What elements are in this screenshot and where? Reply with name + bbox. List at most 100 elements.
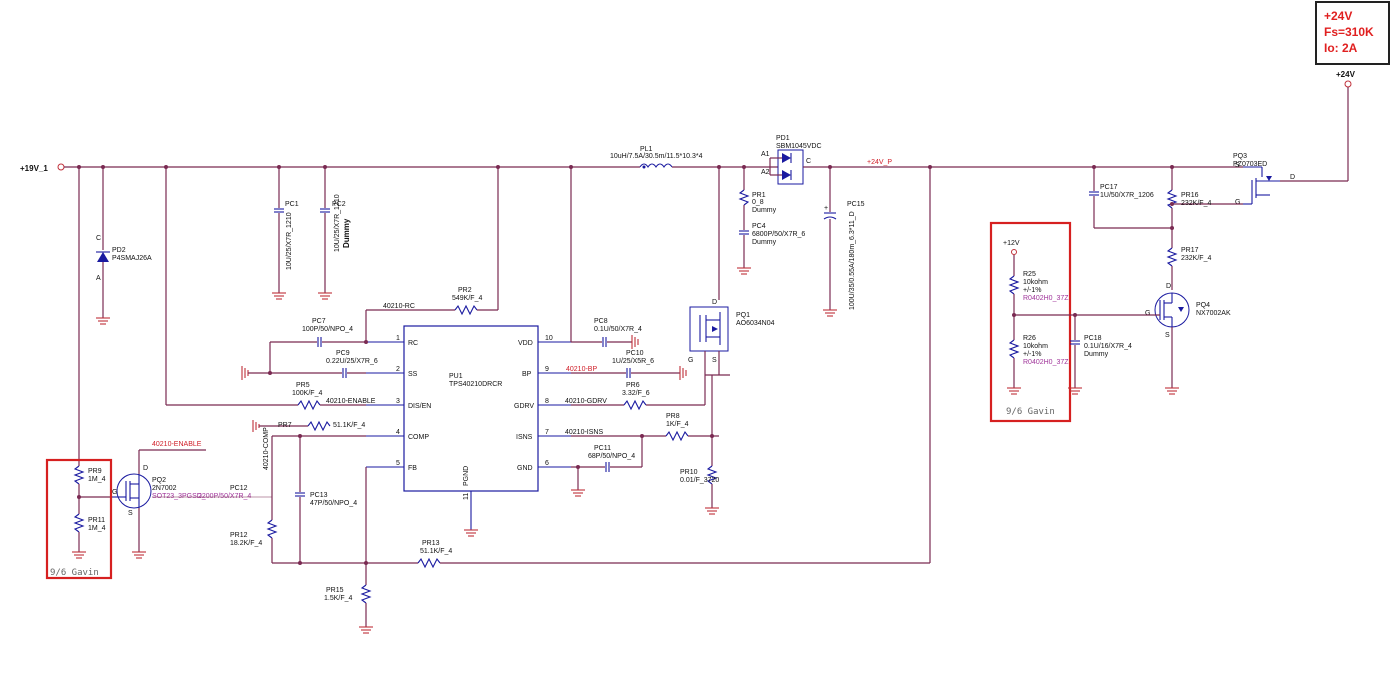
pl1-ref: PL1: [640, 146, 653, 153]
pc4-value: 6800P/50/X7R_6: [752, 231, 805, 238]
pc13-value: 47P/50/NPO_4: [310, 500, 357, 507]
svg-text:10: 10: [545, 335, 553, 342]
pr8-value: 1K/F_4: [666, 421, 689, 428]
resistor-pr16: [1166, 189, 1178, 209]
capacitor-pc1: [274, 208, 284, 213]
pc8-ref: PC8: [594, 318, 608, 325]
spec-voltage: +24V: [1324, 9, 1352, 23]
pr2-ref: PR2: [458, 287, 472, 294]
pq1-ref: PQ1: [736, 312, 750, 319]
svg-text:S: S: [1165, 332, 1170, 339]
r25-part: R0402H0_37Z: [1023, 295, 1069, 302]
pr15-value: 1.5K/F_4: [324, 595, 353, 602]
pr11-ref: PR11: [88, 517, 105, 524]
tvs-diode-pd2: [96, 251, 110, 262]
pr13-ref: PR13: [422, 540, 440, 547]
capacitor-pc18: [1070, 340, 1080, 345]
ground-icon: [318, 292, 332, 300]
svg-text:D: D: [712, 299, 717, 306]
pc12-ref: PC12: [230, 485, 248, 492]
svg-text:S: S: [712, 357, 717, 364]
svg-text:11: 11: [463, 493, 470, 500]
pq4-ref: PQ4: [1196, 302, 1210, 309]
inductor-pl1: [639, 163, 673, 168]
ic-value: TPS40210DRCR: [449, 381, 502, 388]
pin-isns: ISNS: [516, 434, 533, 441]
net-bp: 40210-BP: [566, 366, 597, 373]
pr12-ref: PR12: [230, 532, 248, 539]
pq3-value: PZ0703ED: [1233, 161, 1267, 168]
vout-port: [1344, 80, 1352, 88]
ground-icon: [132, 551, 146, 559]
svg-text:7: 7: [545, 429, 549, 436]
pd2-ref: PD2: [112, 247, 126, 254]
ground-icon: [571, 489, 585, 497]
pin-rc: RC: [408, 340, 418, 347]
svg-text:2: 2: [396, 366, 400, 373]
svg-text:6: 6: [545, 460, 549, 467]
pc9-ref: PC9: [336, 350, 350, 357]
capacitor-pc8: [602, 337, 607, 347]
pr5-value: 100K/F_4: [292, 390, 322, 397]
pr17-value: 232K/F_4: [1181, 255, 1211, 262]
pin-gdrv: GDRV: [514, 403, 534, 410]
pc15-ref: PC15: [847, 201, 865, 208]
pr15-ref: PR15: [326, 587, 344, 594]
ground-icon: [679, 366, 687, 380]
pc4-ref: PC4: [752, 223, 766, 230]
pd1-a2-pin: A2: [761, 169, 770, 176]
pin-pgnd: PGND: [463, 466, 470, 486]
pd2-a-pin: A: [96, 275, 101, 282]
mosfet-pq2: [116, 473, 152, 509]
ground-icon: [464, 529, 478, 537]
ground-icon: [241, 366, 249, 380]
vin-label: +19V_1: [20, 164, 48, 173]
resistor-pr13: [417, 557, 441, 569]
pc18-value: 0.1U/16/X7R_4: [1084, 343, 1132, 350]
svg-text:D: D: [1166, 283, 1171, 290]
net-enable-2: 40210-ENABLE: [152, 441, 202, 448]
pc8-value: 0.1U/50/X7R_4: [594, 326, 642, 333]
pd1-value: SBM1045VDC: [776, 143, 822, 150]
pr6-value: 3.32/F_6: [622, 390, 650, 397]
r26-part: R0402H0_37Z: [1023, 359, 1069, 366]
pc2-value: 10U/25/X7R_1210: [334, 194, 341, 252]
resistor-pr9: [73, 465, 85, 485]
svg-text:3: 3: [396, 398, 400, 405]
pin-dis-en: DIS/EN: [408, 403, 431, 410]
r26-tol: +/-1%: [1023, 351, 1041, 358]
net-isns: 40210-ISNS: [565, 429, 603, 436]
spec-frequency: Fs=310K: [1324, 25, 1374, 39]
svg-text:+: +: [824, 205, 828, 212]
pr1-value: 0_8: [752, 199, 764, 206]
pq4-value: NX7002AK: [1196, 310, 1231, 317]
spec-current: Io: 2A: [1324, 41, 1358, 55]
capacitor-pc4: [739, 230, 749, 235]
pin-vdd: VDD: [518, 340, 533, 347]
capacitor-pc11: [605, 462, 610, 472]
ground-icon: [359, 626, 373, 634]
svg-text:D: D: [143, 465, 148, 472]
mosfet-pq3: [1243, 166, 1280, 205]
svg-text:G: G: [1145, 310, 1150, 317]
pq3-d-pin: D: [1290, 174, 1295, 181]
capacitor-pc7: [317, 337, 322, 347]
pd2-value: P4SMAJ26A: [112, 255, 152, 262]
resistor-pr11: [73, 513, 85, 533]
capacitor-pc13: [295, 492, 305, 497]
capacitor-pc17: [1089, 191, 1099, 196]
ground-icon: [96, 317, 110, 325]
r25-ref: R25: [1023, 271, 1036, 278]
resistor-pr8: [665, 430, 689, 442]
svg-text:S: S: [128, 510, 133, 517]
pc7-value: 100P/50/NPO_4: [302, 326, 353, 333]
ground-icon: [823, 309, 837, 317]
vout-net-label: +24V_P: [867, 159, 892, 166]
pr9-value: 1M_4: [88, 476, 106, 483]
pr7-value: 51.1K/F_4: [333, 422, 365, 429]
pr9-ref: PR9: [88, 468, 102, 475]
pin-gnd: GND: [517, 465, 533, 472]
resistor-pr6: [623, 399, 647, 411]
pr10-ref: PR10: [680, 469, 698, 476]
pc18-ref: PC18: [1084, 335, 1102, 342]
